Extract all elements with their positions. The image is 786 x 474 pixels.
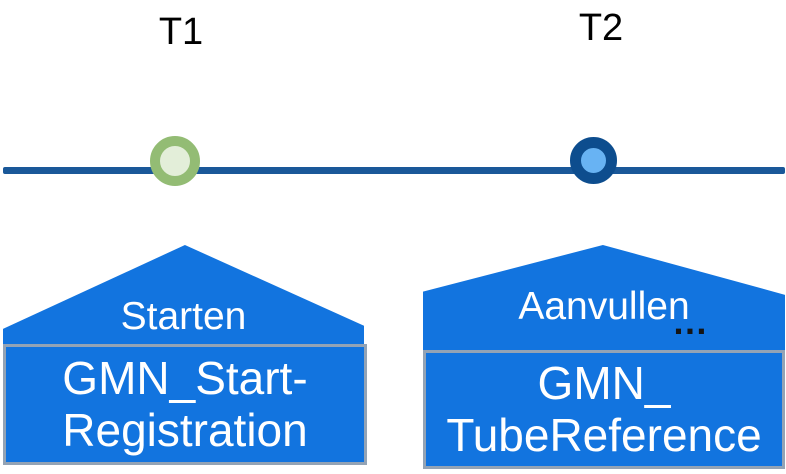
message-box-gmn-tubereference: GMN_ TubeReference: [423, 350, 785, 469]
timeline-line: [3, 167, 785, 174]
event-callout-starten: Starten: [3, 245, 364, 346]
event-action-label: Starten: [120, 295, 247, 338]
message-name-label: GMN_ TubeReference: [446, 356, 762, 461]
event-callout-aanvullen: Aanvullen: [423, 245, 785, 351]
message-name-label: GMN_Start- Registration: [62, 351, 308, 456]
timeline-label-t2: T2: [578, 7, 624, 49]
milestone-t1-circle: [150, 136, 200, 186]
ellipsis-text: …: [672, 301, 710, 342]
milestone-t2-circle: [570, 137, 617, 184]
event-action-label: Aanvullen: [518, 285, 690, 328]
timeline-label-t1: T1: [158, 11, 204, 53]
message-box-gmn-start-registration: GMN_Start- Registration: [3, 344, 367, 465]
